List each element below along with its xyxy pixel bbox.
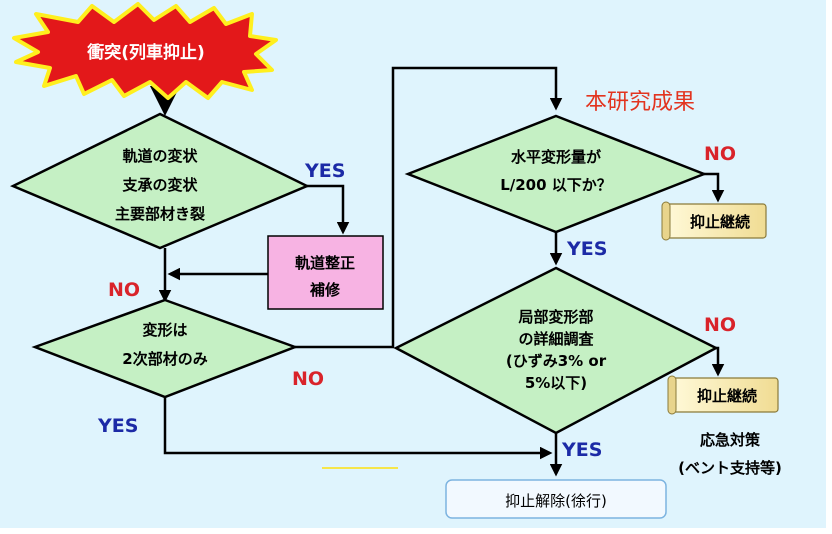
label-d4-yes: YES bbox=[561, 439, 602, 461]
decision2-line1: 変形は bbox=[142, 321, 187, 339]
label-d1-yes: YES bbox=[304, 160, 345, 182]
emergency-line2: (ベント支持等) bbox=[678, 459, 782, 477]
decision-local-deformation: 局部変形部 の詳細調査 (ひずみ3% or 5%以下) bbox=[393, 266, 719, 435]
label-d1-no: NO bbox=[108, 279, 140, 301]
label-d4-no: NO bbox=[704, 314, 736, 336]
connector-lines bbox=[150, 66, 725, 477]
arrow-d2-no bbox=[295, 66, 563, 349]
decision3-line2: L/200 以下か？ bbox=[500, 176, 612, 194]
label-d2-yes: YES bbox=[97, 415, 138, 437]
label-d3-yes: YES bbox=[566, 238, 607, 260]
repair-line2: 補修 bbox=[309, 281, 341, 299]
decision1-line2: 支承の変状 bbox=[121, 176, 198, 194]
decision2-line2: 2次部材のみ bbox=[122, 350, 207, 368]
label-d2-no: NO bbox=[292, 368, 324, 390]
decision1-line1: 軌道の変状 bbox=[122, 147, 198, 165]
decision1-line3: 主要部材き裂 bbox=[115, 205, 205, 223]
continue-label-2: 抑止継続 bbox=[697, 387, 757, 405]
continue-scroll-2: 抑止継続 bbox=[667, 375, 779, 415]
emergency-line1: 応急対策 bbox=[700, 431, 761, 449]
decision-secondary-member: 変形は 2次部材のみ bbox=[31, 298, 299, 399]
repair-line1: 軌道整正 bbox=[295, 254, 355, 272]
decision4-line4: 5%以下) bbox=[525, 374, 587, 392]
decision-horizontal-deformation: 水平変形量が L/200 以下か？ bbox=[404, 114, 708, 234]
decision4-line3: (ひずみ3% or bbox=[506, 352, 607, 370]
decision4-line2: の詳細調査 bbox=[518, 330, 594, 348]
end-label: 抑止解除(徐行) bbox=[505, 492, 607, 510]
start-burst: 衝突(列車抑止) bbox=[12, 2, 278, 100]
repair-box: 軌道整正 補修 bbox=[267, 235, 384, 310]
end-box: 抑止解除(徐行) bbox=[445, 479, 667, 519]
result-title: 本研究成果 bbox=[585, 90, 695, 115]
continue-scroll-1: 抑止継続 bbox=[661, 201, 767, 241]
decision4-line1: 局部変形部 bbox=[517, 308, 593, 326]
decision-track-bearing-member: 軌道の変状 支承の変状 主要部材き裂 bbox=[9, 112, 311, 250]
label-d3-no: NO bbox=[704, 143, 736, 165]
decision3-line1: 水平変形量が bbox=[511, 148, 602, 166]
arrow-d2-yes bbox=[163, 397, 553, 460]
start-label: 衝突(列車抑止) bbox=[86, 42, 205, 63]
continue-label-1: 抑止継続 bbox=[690, 213, 750, 231]
arrow-d1-yes bbox=[305, 184, 350, 235]
